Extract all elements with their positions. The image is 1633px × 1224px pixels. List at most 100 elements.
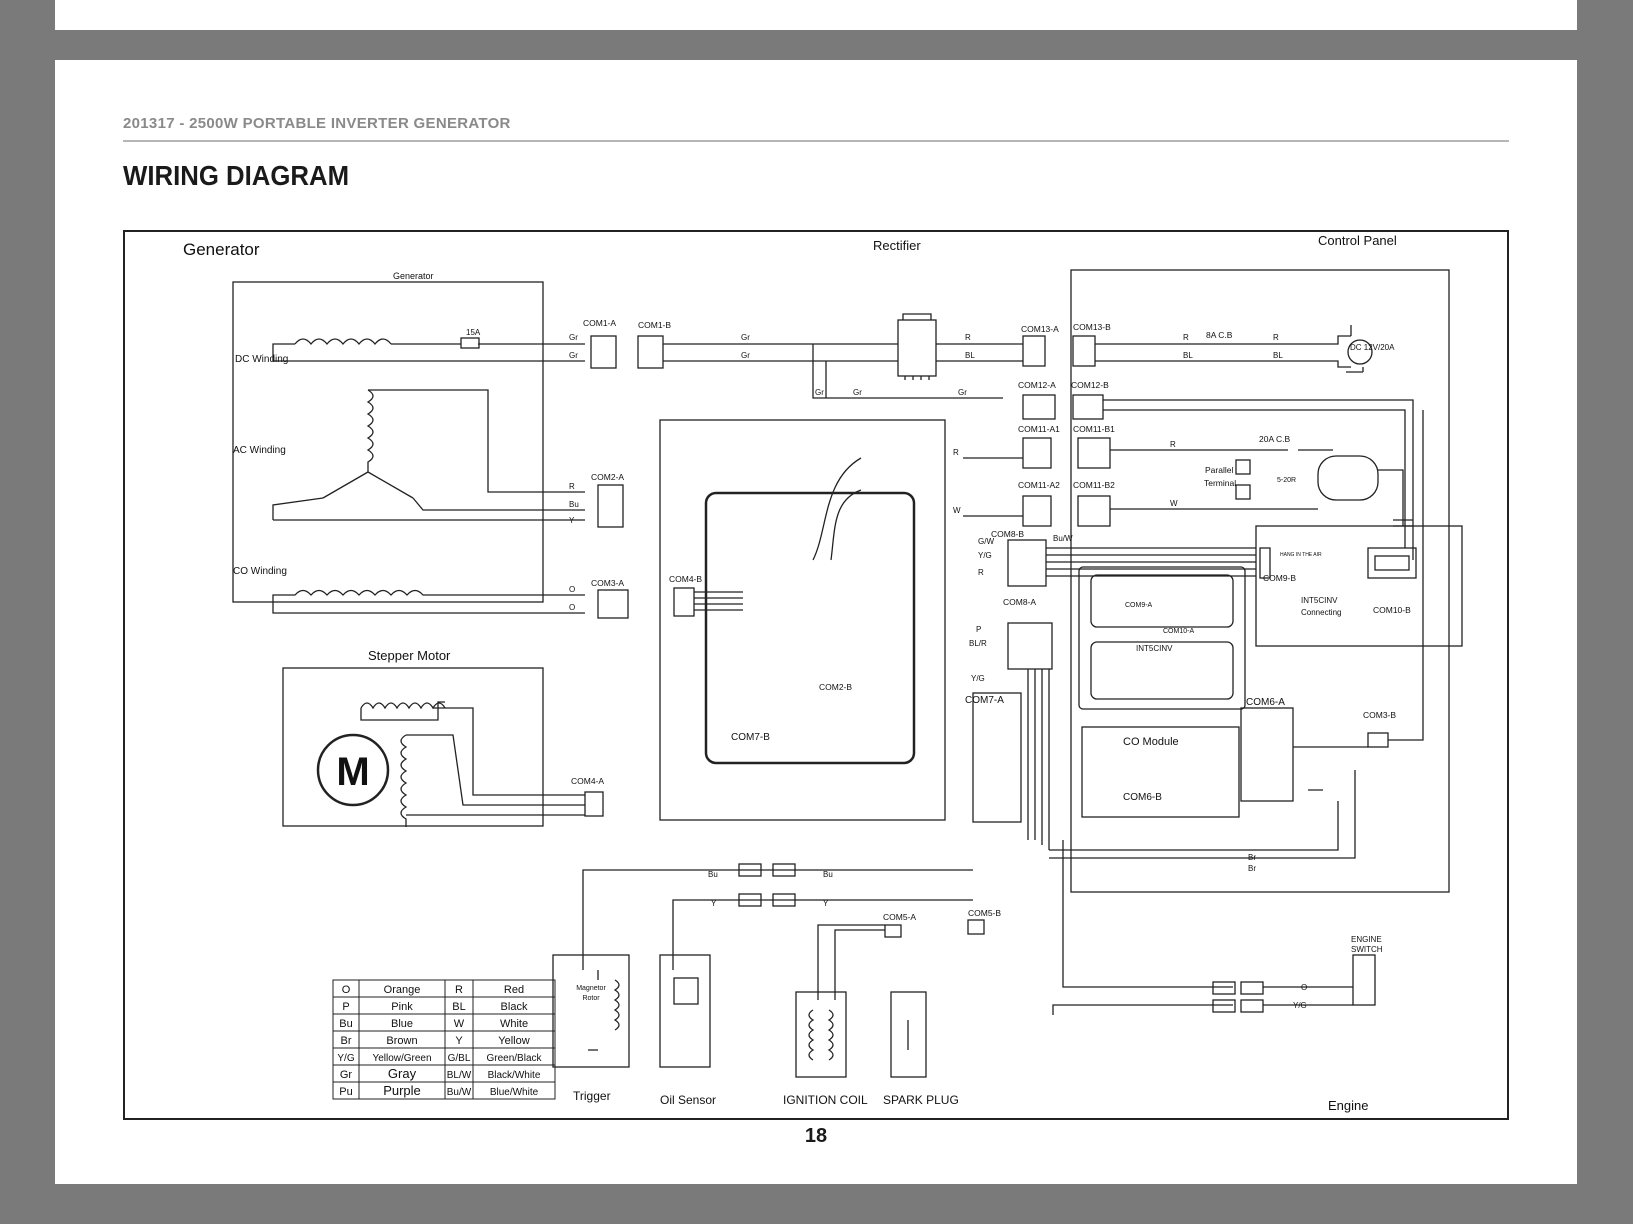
legend-code: P xyxy=(342,1001,349,1013)
wire-label-y: Y xyxy=(569,516,575,525)
inverter-board xyxy=(704,491,916,765)
fuse-label: 15A xyxy=(466,328,481,337)
wire-label-y: Y xyxy=(711,899,717,908)
wire-label-o: O xyxy=(569,585,575,594)
com11a2-label: COM11-A2 xyxy=(1018,480,1060,490)
wire-label-w: W xyxy=(1170,499,1178,508)
dc-winding-coil xyxy=(294,338,392,346)
engine-switch-label-1: ENGINE xyxy=(1351,935,1382,944)
co-module-label: CO Module xyxy=(1123,736,1179,748)
control-panel-box xyxy=(1070,269,1450,893)
legend-name: Gray xyxy=(388,1066,417,1081)
page-number: 18 xyxy=(804,1125,828,1147)
wire-label-gr: Gr xyxy=(853,388,862,397)
legend-code: W xyxy=(454,1018,465,1030)
wire-label-bl: BL xyxy=(965,351,975,360)
legend-code: Gr xyxy=(340,1069,353,1081)
legend-name: Brown xyxy=(386,1035,417,1047)
wire-label-p: P xyxy=(976,625,981,634)
spark-plug-label: SPARK PLUG xyxy=(883,1093,959,1107)
com2a-label: COM2-A xyxy=(591,472,624,482)
wire-label-gr: Gr xyxy=(569,333,578,342)
com12a-label: COM12-A xyxy=(1018,380,1056,390)
legend-name: Orange xyxy=(384,984,421,996)
page-title: WIRING DIAGRAM xyxy=(123,160,350,191)
wiring-diagram: M Generator Rectifier Control Panel Step… xyxy=(123,230,1509,1120)
terminal-label: Terminal xyxy=(1204,478,1236,488)
generator-label: Generator xyxy=(183,240,260,259)
co-winding-label: CO Winding xyxy=(233,566,287,577)
wire-label-bu: Bu xyxy=(569,500,579,509)
int5cinv-bottom-display xyxy=(1090,641,1234,700)
diagram-frame xyxy=(123,230,1509,1120)
com3b-label: COM3-B xyxy=(1363,710,1396,720)
control-panel-label: Control Panel xyxy=(1318,233,1397,248)
header-divider xyxy=(123,140,1509,142)
legend-name: Yellow/Green xyxy=(372,1053,431,1064)
com6a-block xyxy=(1240,707,1294,802)
hang-in-air-label: HANG IN THE AIR xyxy=(1280,552,1322,558)
com6b-label: COM6-B xyxy=(1123,792,1162,803)
legend-code: G/BL xyxy=(448,1053,471,1064)
wire-label-r: R xyxy=(1183,333,1189,342)
connecting-label: Connecting xyxy=(1301,608,1341,617)
legend-code: Y/G xyxy=(337,1053,354,1064)
com11a1-label: COM11-A1 xyxy=(1018,424,1060,434)
document-header: 201317 - 2500W PORTABLE INVERTER GENERAT… xyxy=(123,115,511,132)
legend-code: Pu xyxy=(339,1086,352,1098)
cb8-label: 8A C.B xyxy=(1206,330,1233,340)
legend-name: Black xyxy=(501,1001,528,1013)
wire-label-blr: BL/R xyxy=(969,639,987,648)
com4a-label: COM4-A xyxy=(571,776,604,786)
legend-code: Y xyxy=(455,1035,463,1047)
wire-label-r: R xyxy=(965,333,971,342)
trigger-label: Trigger xyxy=(573,1089,611,1103)
wire-label-bl: BL xyxy=(1273,351,1283,360)
com5b-label: COM5-B xyxy=(968,908,1001,918)
previous-page-edge xyxy=(55,0,1577,30)
ac-winding-label: AC Winding xyxy=(233,445,286,456)
com11b1-label: COM11-B1 xyxy=(1073,424,1115,434)
com10a-label: COM10-A xyxy=(1163,628,1194,635)
com4b-label: COM4-B xyxy=(669,574,702,584)
manual-page: 201317 - 2500W PORTABLE INVERTER GENERAT… xyxy=(55,60,1577,1184)
legend-name: White xyxy=(500,1018,528,1030)
com8a-label: COM8-A xyxy=(1003,597,1036,607)
com7a-label: COM7-A xyxy=(965,695,1004,706)
int5cinv-label: INT5CINV xyxy=(1136,644,1173,653)
com1b-label: COM1-B xyxy=(638,320,671,330)
wire-label-bu: Bu xyxy=(823,870,833,879)
com10b-label: COM10-B xyxy=(1373,605,1411,615)
wire-label-y: Y xyxy=(823,899,829,908)
wire-label-gr: Gr xyxy=(741,333,750,342)
wire-label-gr: Gr xyxy=(569,351,578,360)
wire-label-bu: Bu xyxy=(708,870,718,879)
stepper-motor-label: Stepper Motor xyxy=(368,648,451,663)
wire-label-r: R xyxy=(1273,333,1279,342)
legend-name: Purple xyxy=(383,1083,421,1098)
wire-label-br: Br xyxy=(1248,864,1256,873)
com9a-label: COM9-A xyxy=(1125,602,1153,609)
generator-winding-box xyxy=(232,281,544,603)
legend-name: Green/Black xyxy=(486,1053,542,1064)
com9b-label: COM9-B xyxy=(1263,573,1296,583)
engine-label: Engine xyxy=(1328,1098,1368,1113)
com13a-label: COM13-A xyxy=(1021,324,1059,334)
int5cinv-conn-label: INT5CINV xyxy=(1301,596,1338,605)
wire-label-gw: G/W xyxy=(978,537,994,546)
legend-name: Red xyxy=(504,984,524,996)
color-legend-table: O Orange R Red P Pink BL Black Bu Blue W… xyxy=(332,979,556,1100)
legend-code: O xyxy=(342,984,351,996)
com8b-label: COM8-B xyxy=(991,529,1024,539)
wire-label-yg: Y/G xyxy=(971,674,985,683)
int5cinv-top-display xyxy=(1090,574,1234,628)
cb20-label: 20A C.B xyxy=(1259,434,1291,444)
rectifier-label: Rectifier xyxy=(873,238,921,253)
legend-name: Blue/White xyxy=(490,1087,539,1098)
inverter-outer-box xyxy=(659,419,946,821)
wire-label-br: Br xyxy=(1248,853,1256,862)
parallel-label: Parallel xyxy=(1205,465,1233,475)
com13b-label: COM13-B xyxy=(1073,322,1111,332)
wire-label-r: R xyxy=(978,568,984,577)
wire-label-gr: Gr xyxy=(958,388,967,397)
